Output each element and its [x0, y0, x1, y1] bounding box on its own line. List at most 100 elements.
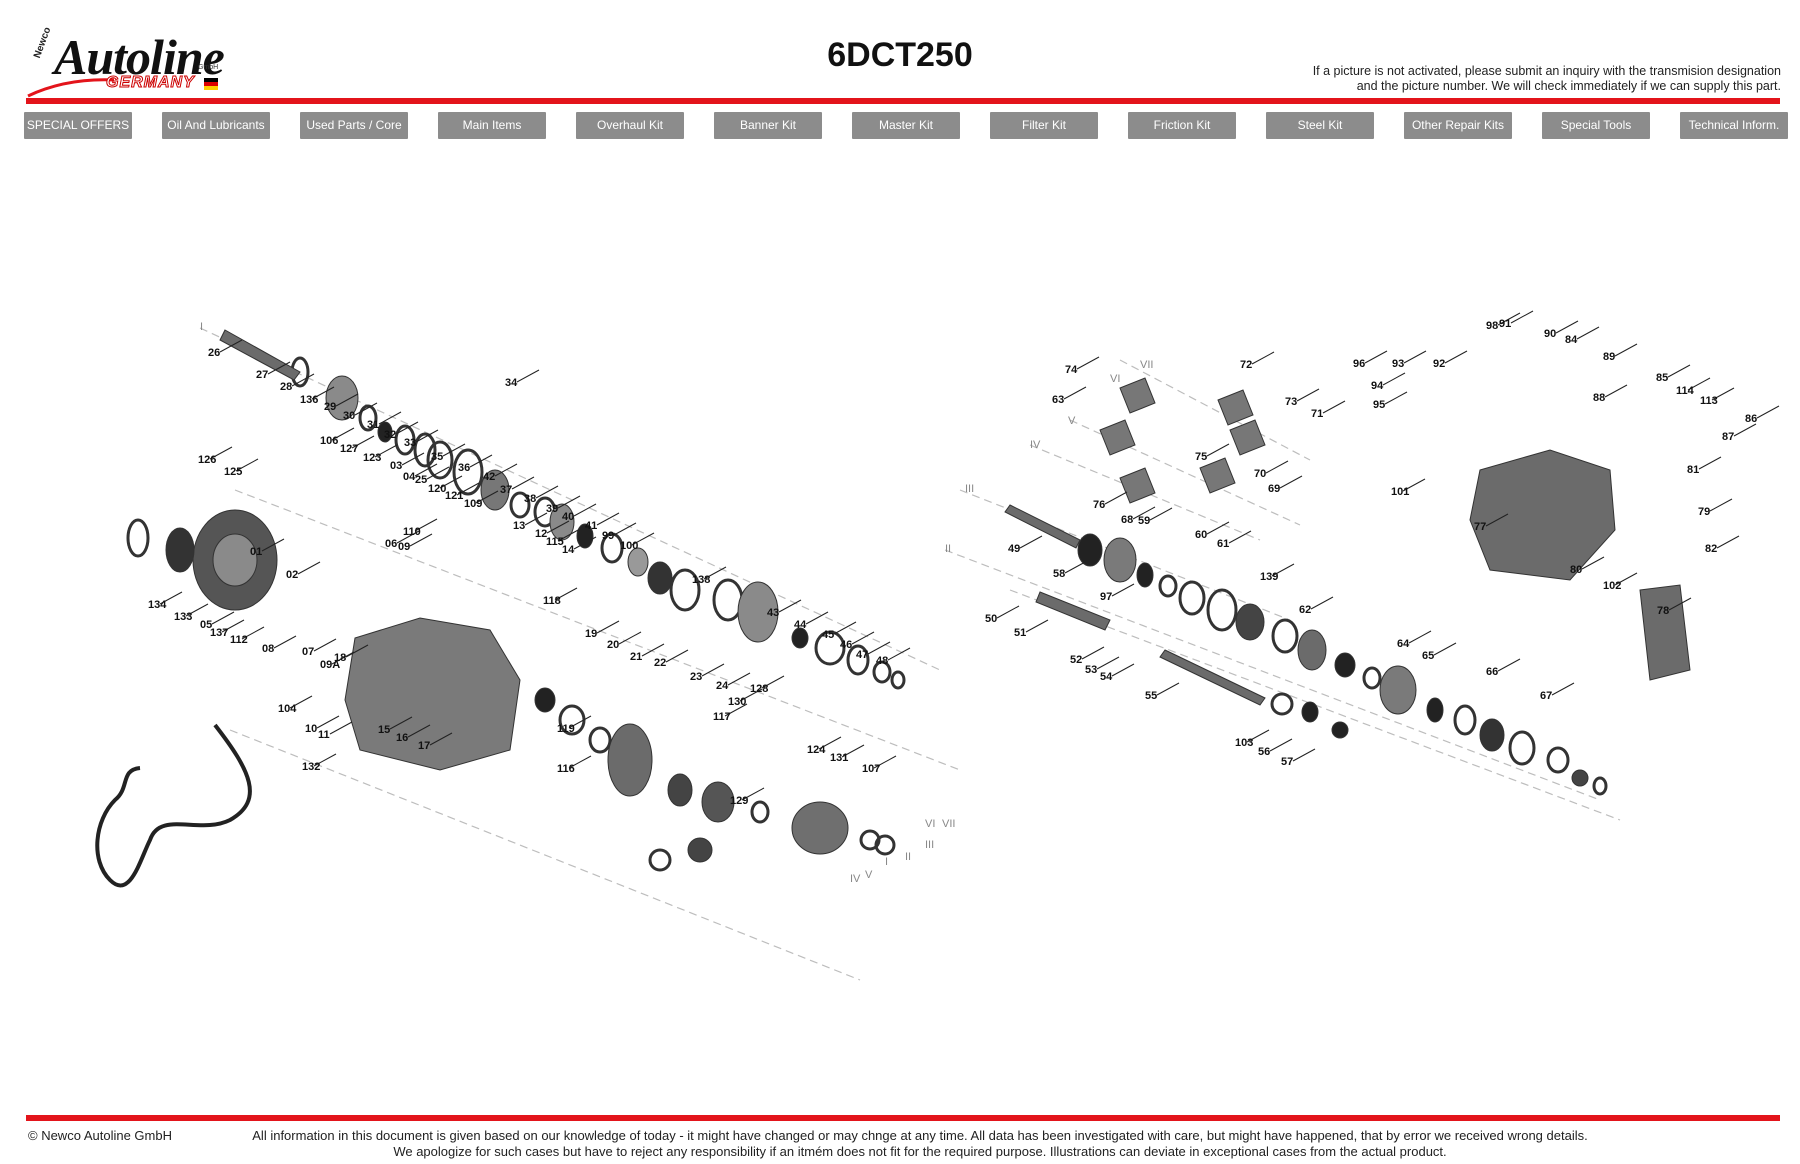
- nav-oil-lubricants[interactable]: Oil And Lubricants: [162, 112, 270, 139]
- part-callout-16[interactable]: 16: [396, 732, 408, 744]
- nav-friction-kit[interactable]: Friction Kit: [1128, 112, 1236, 139]
- part-callout-54[interactable]: 54: [1100, 671, 1113, 683]
- part-ring[interactable]: [1103, 537, 1137, 583]
- part-callout-20[interactable]: 20: [607, 639, 619, 651]
- part-callout-48[interactable]: 48: [876, 655, 888, 667]
- part-callout-23[interactable]: 23: [690, 671, 702, 683]
- shaft-51[interactable]: [1035, 591, 1111, 631]
- part-callout-52[interactable]: 52: [1070, 654, 1082, 666]
- shaft-55[interactable]: [1159, 649, 1266, 706]
- nav-filter-kit[interactable]: Filter Kit: [990, 112, 1098, 139]
- part-callout-73[interactable]: 73: [1285, 396, 1297, 408]
- part-callout-81[interactable]: 81: [1687, 464, 1699, 476]
- part-ring[interactable]: [576, 523, 594, 549]
- part-callout-67[interactable]: 67: [1540, 690, 1552, 702]
- wiring-harness[interactable]: [95, 723, 252, 888]
- nav-overhaul-kit[interactable]: Overhaul Kit: [576, 112, 684, 139]
- part-callout-124[interactable]: 124: [807, 744, 826, 756]
- part-callout-128[interactable]: 128: [750, 683, 768, 695]
- part-ring[interactable]: [1271, 618, 1299, 654]
- part-callout-18[interactable]: 18: [334, 652, 346, 664]
- part-callout-118[interactable]: 118: [543, 595, 561, 607]
- shift-fork[interactable]: [1199, 457, 1236, 494]
- part-callout-64[interactable]: 64: [1397, 638, 1410, 650]
- part-ring[interactable]: [1508, 730, 1536, 766]
- part-callout-101[interactable]: 101: [1391, 486, 1409, 498]
- part-ring[interactable]: [667, 773, 693, 807]
- part-callout-136[interactable]: 136: [300, 394, 318, 406]
- part-callout-139[interactable]: 139: [1260, 571, 1278, 583]
- part-ring[interactable]: [1077, 533, 1103, 567]
- part-callout-90[interactable]: 90: [1544, 328, 1556, 340]
- part-callout-13[interactable]: 13: [513, 520, 525, 532]
- part-ring[interactable]: [1301, 701, 1319, 723]
- part-callout-68[interactable]: 68: [1121, 514, 1133, 526]
- autoline-logo[interactable]: Newco Autoline GmbH GERMANY: [26, 26, 225, 98]
- part-callout-138[interactable]: 138: [692, 574, 710, 586]
- nav-used-parts[interactable]: Used Parts / Core: [300, 112, 408, 139]
- part-callout-57[interactable]: 57: [1281, 756, 1293, 768]
- shift-fork[interactable]: [1229, 419, 1266, 456]
- part-callout-61[interactable]: 61: [1217, 538, 1229, 550]
- part-callout-79[interactable]: 79: [1698, 506, 1710, 518]
- part-callout-02[interactable]: 02: [286, 569, 298, 581]
- part-callout-14[interactable]: 14: [562, 544, 575, 556]
- part-callout-95[interactable]: 95: [1373, 399, 1385, 411]
- shaft-49[interactable]: [1004, 504, 1081, 549]
- part-callout-34[interactable]: 34: [505, 377, 518, 389]
- part-callout-85[interactable]: 85: [1656, 372, 1668, 384]
- part-callout-131[interactable]: 131: [830, 752, 848, 764]
- part-callout-33[interactable]: 33: [404, 437, 416, 449]
- part-ring[interactable]: [452, 448, 484, 496]
- part-ring[interactable]: [1426, 697, 1444, 723]
- part-callout-09A[interactable]: 09A: [320, 659, 340, 671]
- part-callout-04[interactable]: 04: [403, 471, 416, 483]
- part-callout-117[interactable]: 117: [713, 711, 731, 723]
- nav-steel-kit[interactable]: Steel Kit: [1266, 112, 1374, 139]
- part-callout-41[interactable]: 41: [585, 520, 597, 532]
- part-callout-56[interactable]: 56: [1258, 746, 1270, 758]
- part-ring[interactable]: [358, 404, 378, 432]
- part-callout-60[interactable]: 60: [1195, 529, 1207, 541]
- part-callout-10[interactable]: 10: [305, 723, 317, 735]
- part-ring[interactable]: [1546, 746, 1570, 774]
- part-callout-116[interactable]: 116: [557, 763, 575, 775]
- part-callout-42[interactable]: 42: [483, 471, 495, 483]
- part-callout-119[interactable]: 119: [557, 723, 575, 735]
- part-ring[interactable]: [846, 644, 870, 676]
- part-callout-01[interactable]: 01: [250, 546, 262, 558]
- part-callout-29[interactable]: 29: [324, 401, 336, 413]
- part-callout-104[interactable]: 104: [278, 703, 297, 715]
- part-callout-113[interactable]: 113: [1700, 395, 1718, 407]
- part-callout-46[interactable]: 46: [840, 639, 852, 651]
- part-callout-74[interactable]: 74: [1065, 364, 1078, 376]
- part-callout-86[interactable]: 86: [1745, 413, 1757, 425]
- part-callout-110[interactable]: 110: [403, 526, 421, 538]
- part-callout-11[interactable]: 11: [318, 729, 330, 741]
- part-callout-03[interactable]: 03: [390, 460, 402, 472]
- part-callout-127[interactable]: 127: [340, 443, 358, 455]
- part-ring[interactable]: [1334, 652, 1356, 678]
- part-ring[interactable]: [426, 440, 454, 480]
- part-callout-96[interactable]: 96: [1353, 358, 1365, 370]
- part-callout-06[interactable]: 06: [385, 538, 397, 550]
- part-callout-05[interactable]: 05: [200, 619, 212, 631]
- part-callout-88[interactable]: 88: [1593, 392, 1605, 404]
- part-callout-99[interactable]: 99: [602, 530, 614, 542]
- part-callout-92[interactable]: 92: [1433, 358, 1445, 370]
- part-callout-72[interactable]: 72: [1240, 359, 1252, 371]
- part-ring[interactable]: [687, 837, 713, 863]
- part-ring[interactable]: [1270, 692, 1294, 716]
- part-callout-24[interactable]: 24: [716, 680, 729, 692]
- part-callout-134[interactable]: 134: [148, 599, 167, 611]
- nav-special-tools[interactable]: Special Tools: [1542, 112, 1650, 139]
- part-ring[interactable]: [126, 518, 150, 558]
- part-callout-120[interactable]: 120: [428, 483, 446, 495]
- part-callout-19[interactable]: 19: [585, 628, 597, 640]
- part-ring[interactable]: [1178, 580, 1206, 616]
- part-callout-40[interactable]: 40: [562, 511, 574, 523]
- part-callout-125[interactable]: 125: [224, 466, 242, 478]
- part-callout-26[interactable]: 26: [208, 347, 220, 359]
- part-ring[interactable]: [1136, 562, 1154, 588]
- part-ring[interactable]: [1331, 721, 1349, 739]
